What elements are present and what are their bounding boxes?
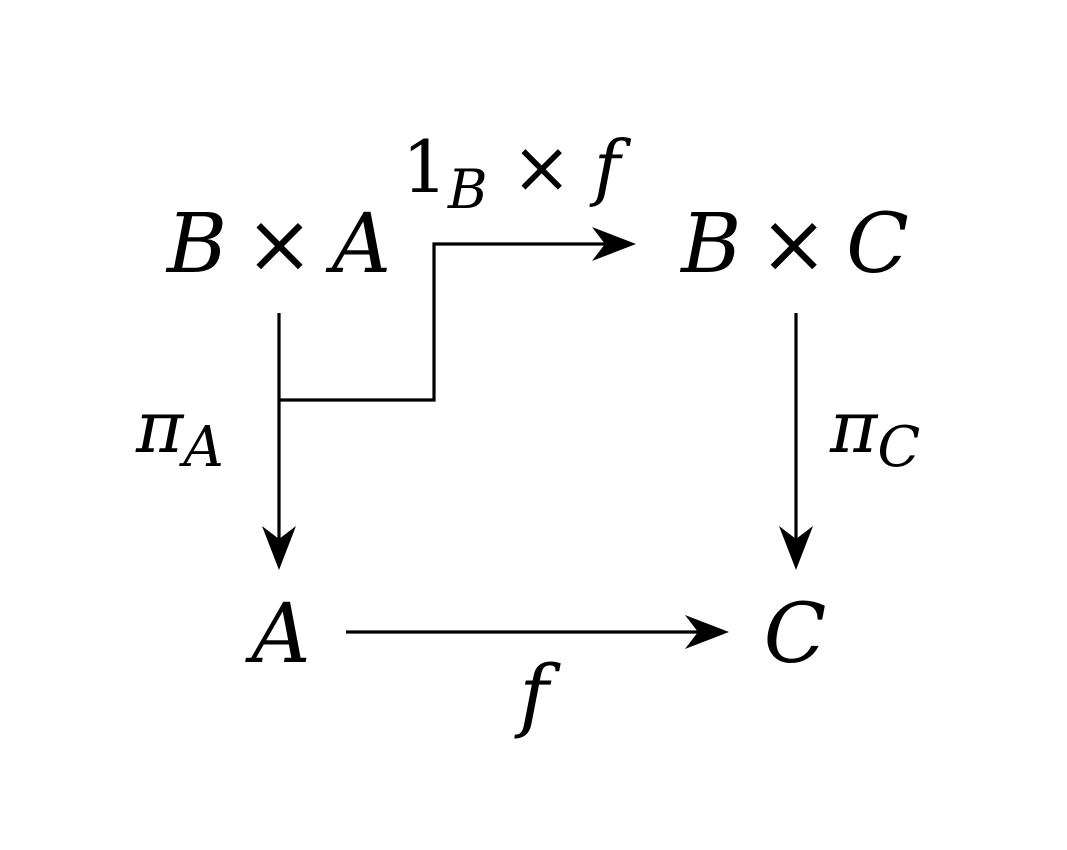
- node-b-times-c-b: B: [679, 197, 741, 292]
- node-b-times-a-b: B: [165, 197, 227, 292]
- node-b-times-c-times: ×: [759, 197, 828, 292]
- label-pi-c-pi: π: [829, 385, 879, 469]
- arrowhead-bottom-icon: [685, 615, 729, 649]
- label-pi-a-pi: π: [135, 385, 185, 469]
- node-b-times-c: B×C: [679, 197, 909, 292]
- label-one-b-times-f: 1B ×f: [402, 125, 632, 221]
- label-top-times: ×: [512, 125, 572, 209]
- label-one: 1: [402, 125, 448, 209]
- label-f-bottom: f: [514, 648, 561, 741]
- node-b-times-a-a: A: [325, 197, 391, 292]
- label-pi-c: πC: [829, 385, 920, 480]
- label-pi-a: πA: [135, 385, 224, 480]
- node-b-times-a-times: ×: [245, 197, 314, 292]
- arrowhead-right-icon: [779, 526, 813, 570]
- label-pi-a-sub: A: [178, 415, 223, 480]
- arrow-one-b-times-f: [279, 242, 605, 402]
- node-c: C: [764, 587, 827, 682]
- node-b-times-c-c: C: [846, 197, 909, 292]
- label-top-f: f: [589, 125, 632, 209]
- label-pi-c-sub: C: [877, 415, 920, 480]
- arrowhead-top-icon: [592, 227, 636, 261]
- node-a: A: [244, 587, 310, 682]
- node-b-times-a: B×A: [165, 197, 391, 292]
- arrowhead-left-icon: [262, 526, 296, 570]
- label-one-sub-b: B: [447, 158, 488, 221]
